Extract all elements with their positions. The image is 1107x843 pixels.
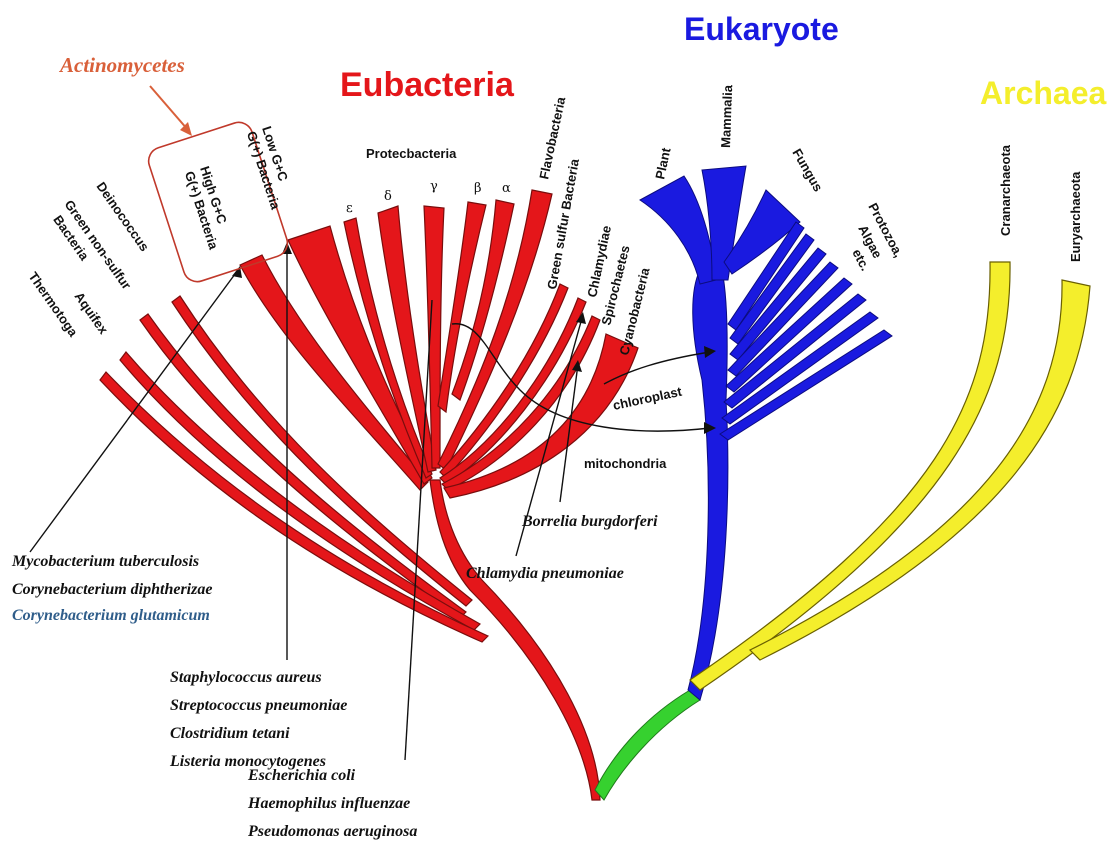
branch-plant — [640, 176, 716, 284]
species-chlamydia-p: Chlamydia pneumoniae — [466, 565, 624, 582]
actinomycetes-label: Actinomycetes — [58, 53, 185, 77]
species-clostridium: Clostridium tetani — [170, 725, 290, 742]
species-streptococcus: Streptococcus pneumoniae — [170, 697, 347, 714]
fungus-label: Fungus — [789, 146, 825, 194]
alpha-label: α — [502, 181, 511, 196]
proteobacteria-label: Protecbacteria — [366, 146, 457, 161]
species-borrelia: Borrelia burgdorferi — [521, 513, 658, 530]
species-haemophilus: Haemophilus influenzae — [247, 795, 410, 812]
species-pseudomonas: Pseudomonas aeruginosa — [247, 823, 417, 840]
eukaryote-title: Eukaryote — [684, 11, 839, 47]
eukaryote-trunk — [688, 270, 728, 700]
chloroplast-label: chloroplast — [612, 384, 684, 413]
plant-label: Plant — [652, 146, 673, 181]
species-staphylococcus: Staphylococcus aureus — [170, 669, 322, 686]
mitochondria-label: mitochondria — [584, 456, 667, 471]
thermotoga-label: Thermotoga — [26, 269, 82, 340]
root-stem — [595, 690, 700, 800]
species-escherichia: Escherichia coli — [247, 767, 356, 784]
high-gc-label: High G+C G(+) Bacteria — [182, 164, 237, 252]
species-corynebacterium-d: Corynebacterium diphtherizae — [12, 581, 212, 598]
beta-label: β — [474, 181, 482, 196]
low-gc-label: Low G+C G(+) Bacteria — [244, 124, 299, 212]
crenarchaeota-label: Cranarchaeota — [998, 144, 1013, 236]
eubacteria-title: Eubacteria — [340, 66, 515, 104]
eukaryote-tree — [640, 166, 892, 700]
gamma-label: γ — [430, 179, 438, 194]
delta-label: δ — [384, 189, 392, 204]
flavobacteria-label: Flavobacteria — [536, 95, 568, 181]
archaea-title: Archaea — [980, 75, 1107, 111]
species-mycobacterium: Mycobacterium tuberculosis — [11, 553, 199, 570]
actinomycetes-arrow — [150, 86, 188, 130]
mammalia-label: Mammalia — [718, 84, 735, 148]
epsilon-label: ε — [346, 201, 353, 216]
species-corynebacterium-g: Corynebacterium glutamicum — [12, 607, 210, 624]
euryarchaeota-label: Euryarchaeota — [1068, 171, 1083, 262]
